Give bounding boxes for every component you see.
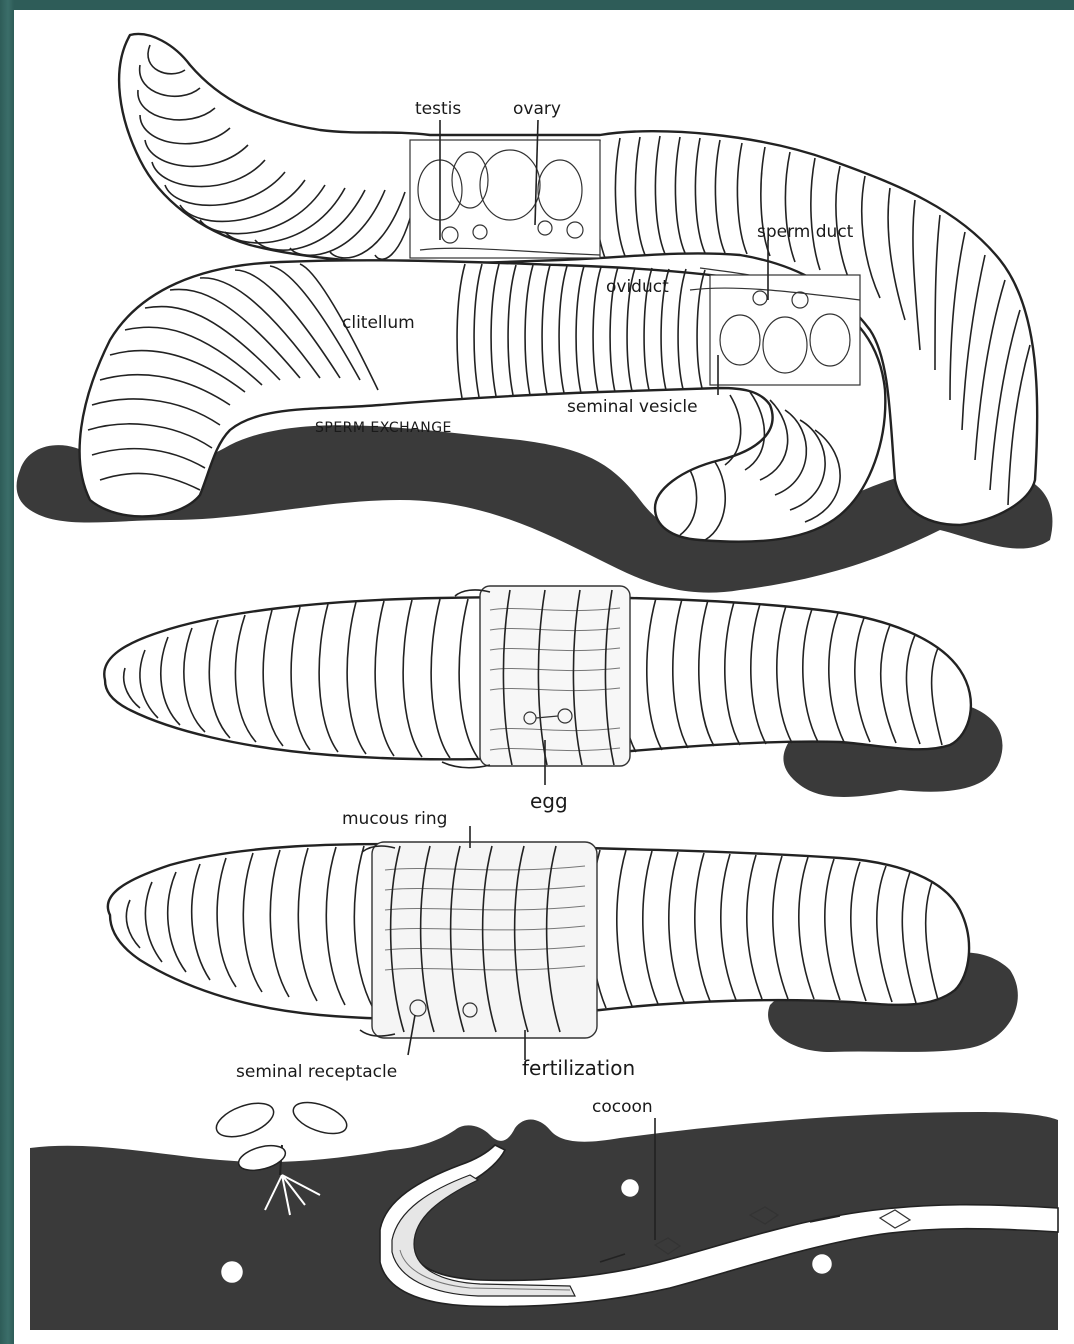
label-fertilization: fertilization <box>522 1056 635 1080</box>
label-oviduct: oviduct <box>606 277 669 297</box>
label-cocoon: cocoon <box>592 1097 653 1117</box>
label-seminal-receptacle: seminal receptacle <box>236 1062 397 1082</box>
egg-clitellum-band <box>480 586 630 766</box>
label-egg: egg <box>530 789 568 813</box>
label-testis: testis <box>415 99 461 119</box>
reproductive-organs-lower <box>690 275 860 385</box>
label-sperm-exchange: SPERM EXCHANGE <box>315 420 452 436</box>
label-clitellum: clitellum <box>342 313 415 333</box>
snail-shell-2 <box>622 1180 638 1196</box>
label-seminal-vesicle: seminal vesicle <box>567 397 698 417</box>
snail-shell-3 <box>813 1255 831 1273</box>
panel-mating: testis ovary sperm duct oviduct clitellu… <box>17 34 1053 593</box>
snail-shell-1 <box>222 1262 242 1282</box>
mucous-ring-band <box>372 842 597 1038</box>
panel-egg: egg <box>104 586 1002 813</box>
panel-cocoon: cocoon <box>30 1096 1058 1330</box>
label-mucous-ring: mucous ring <box>342 809 447 829</box>
label-ovary: ovary <box>513 99 561 119</box>
label-sperm-duct: sperm duct <box>757 222 854 242</box>
panel-fertilization: mucous ring seminal receptacle fertiliza… <box>108 809 1018 1082</box>
